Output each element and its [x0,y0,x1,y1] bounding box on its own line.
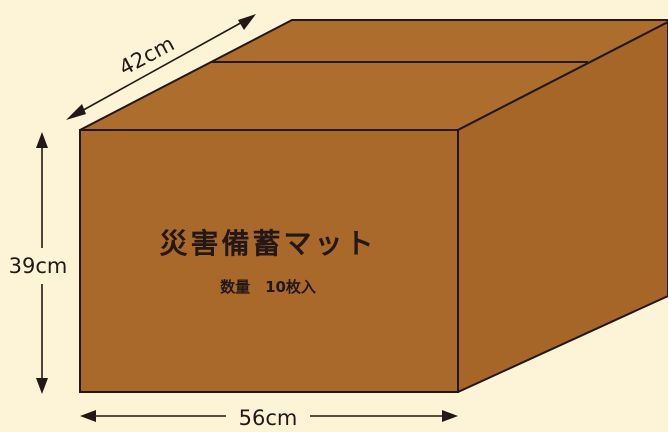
box-front-face [79,129,459,393]
depth-arrow-line [77,19,247,114]
width-arrowhead-left [80,410,96,422]
depth-arrowhead-start [66,104,86,120]
width-dimension: 56cm [80,406,458,430]
depth-label: 42cm [115,31,178,80]
width-arrowhead-right [442,410,458,422]
depth-arrowhead-end [238,14,256,30]
height-label: 39cm [9,254,68,278]
product-name: 災害備蓄マット [159,227,376,260]
height-arrowhead-top [36,132,48,148]
height-arrowhead-bottom [36,378,48,394]
width-label: 56cm [239,406,298,428]
quantity-label: 数量 10枚入 [220,278,316,296]
height-dimension: 39cm [9,132,68,394]
